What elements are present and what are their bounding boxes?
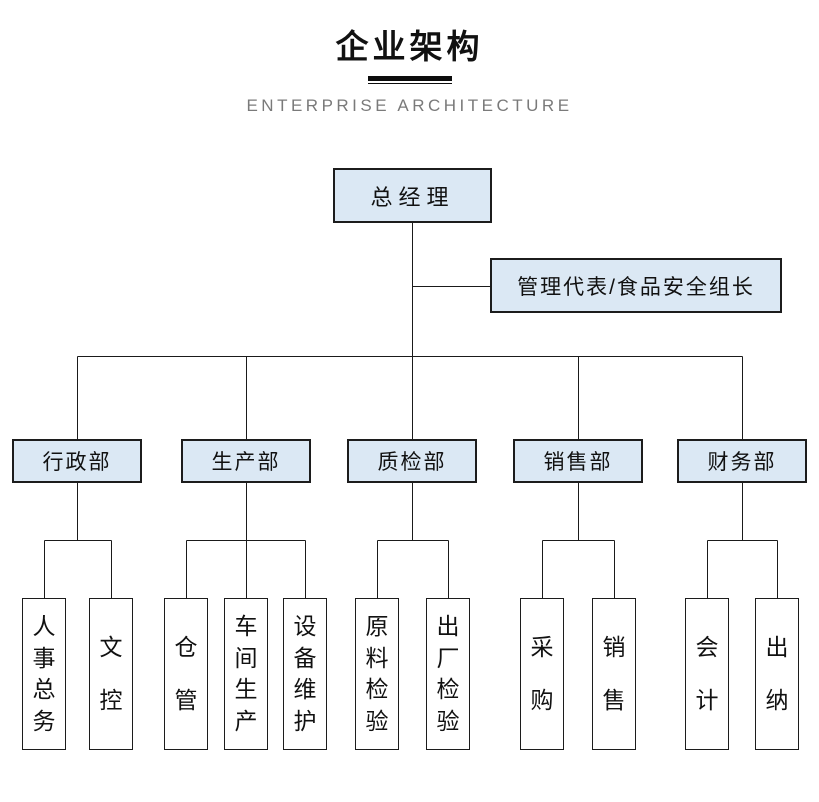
org-node-dept-sales: 销售部: [513, 439, 643, 483]
org-node-accounting: 会计: [685, 598, 729, 750]
org-node-purchasing: 采购: [520, 598, 564, 750]
org-node-sales: 销售: [592, 598, 636, 750]
org-node-management-representative: 管理代表/食品安全组长: [490, 258, 782, 313]
org-node-general-manager: 总经理: [333, 168, 492, 223]
chart-header: 企业架构 ENTERPRISE ARCHITECTURE: [0, 0, 819, 116]
title-underline: [367, 76, 452, 84]
page-title: 企业架构: [335, 28, 484, 65]
org-node-equipment-maintenance: 设备维护: [283, 598, 327, 750]
page-subtitle: ENTERPRISE ARCHITECTURE: [246, 96, 573, 115]
org-node-dept-quality: 质检部: [347, 439, 477, 483]
org-node-raw-material-inspection: 原料检验: [355, 598, 399, 750]
org-node-hr-general-affairs: 人事总务: [22, 598, 66, 750]
org-node-dept-finance: 财务部: [677, 439, 807, 483]
org-node-cashier: 出纳: [755, 598, 799, 750]
org-node-warehouse: 仓管: [164, 598, 208, 750]
org-node-outgoing-inspection: 出厂检验: [426, 598, 470, 750]
org-node-document-control: 文控: [89, 598, 133, 750]
title-underline-thick: [367, 76, 452, 81]
org-node-workshop-production: 车间生产: [224, 598, 268, 750]
title-underline-thin: [367, 83, 452, 84]
org-node-dept-production: 生产部: [181, 439, 311, 483]
org-node-dept-admin: 行政部: [12, 439, 142, 483]
